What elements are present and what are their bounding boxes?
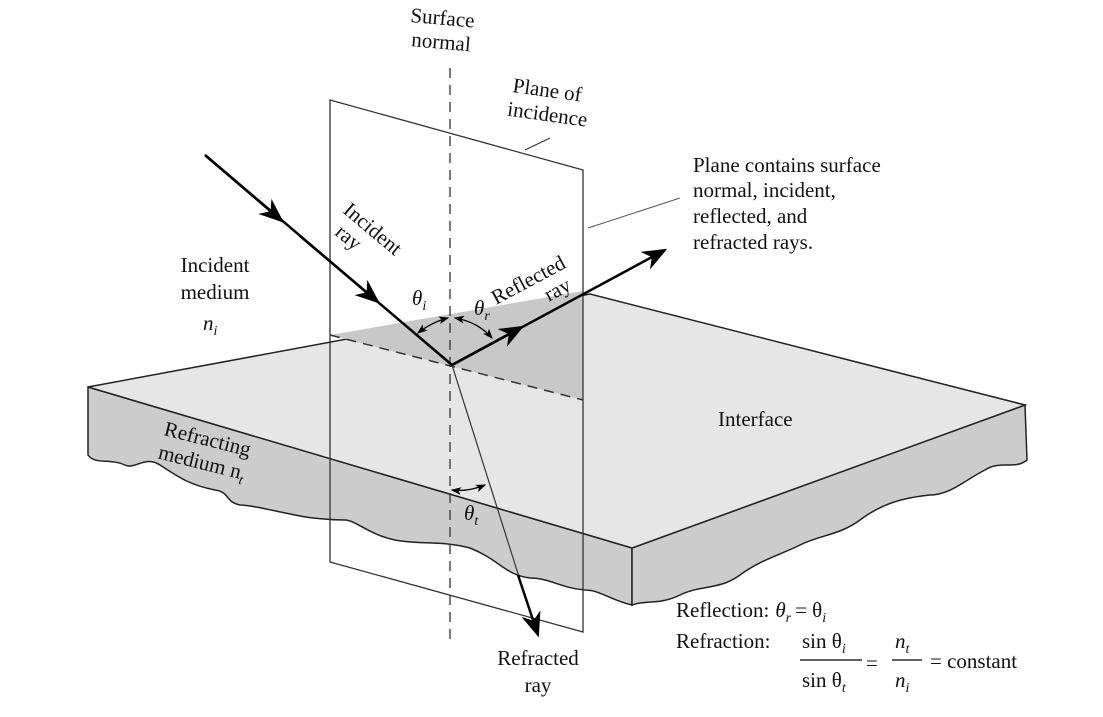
- plane-of-incidence: [329, 99, 584, 633]
- interface-label: Interface: [718, 407, 793, 431]
- surface-normal-label: Surfacenormal: [407, 3, 475, 56]
- plane-contains-leader: [587, 197, 681, 229]
- theta-t-label: θt: [464, 501, 479, 529]
- incident-arrow-2: [299, 235, 380, 304]
- sin-theta-i: sin θi: [802, 629, 846, 657]
- plane-of-incidence-label: Plane ofincidence: [506, 73, 592, 132]
- reflected-arrow-mid: [451, 325, 525, 367]
- refracted-ray-thin: [451, 364, 521, 581]
- plane-label-leader: [524, 137, 551, 151]
- plane-shaded-region: [330, 291, 583, 400]
- theta-i-arc: [416, 316, 450, 334]
- constant-label: = constant: [930, 649, 1017, 673]
- slab-right-face: [631, 403, 1028, 607]
- sin-theta-t: sin θt: [802, 668, 847, 696]
- refracted-ray-arrow: [516, 574, 541, 638]
- theta-i-label: θi: [412, 286, 426, 314]
- equals-sign: =: [866, 651, 878, 675]
- n-i-denominator: ni: [895, 668, 910, 696]
- refraction-label: Refraction:: [676, 629, 770, 653]
- incident-ray-label: Incidentray: [325, 197, 407, 277]
- incident-arrow-1: [204, 154, 284, 223]
- n-t-numerator: nt: [895, 629, 911, 657]
- theta-t-arc: [450, 484, 487, 495]
- reflection-equation: Reflection:θr= θi: [676, 598, 826, 626]
- theta-r-label: θr: [474, 296, 490, 324]
- theta-r-arc: [453, 315, 493, 339]
- n-i-label: ni: [203, 311, 218, 339]
- plane-surface-intersection: [329, 334, 584, 401]
